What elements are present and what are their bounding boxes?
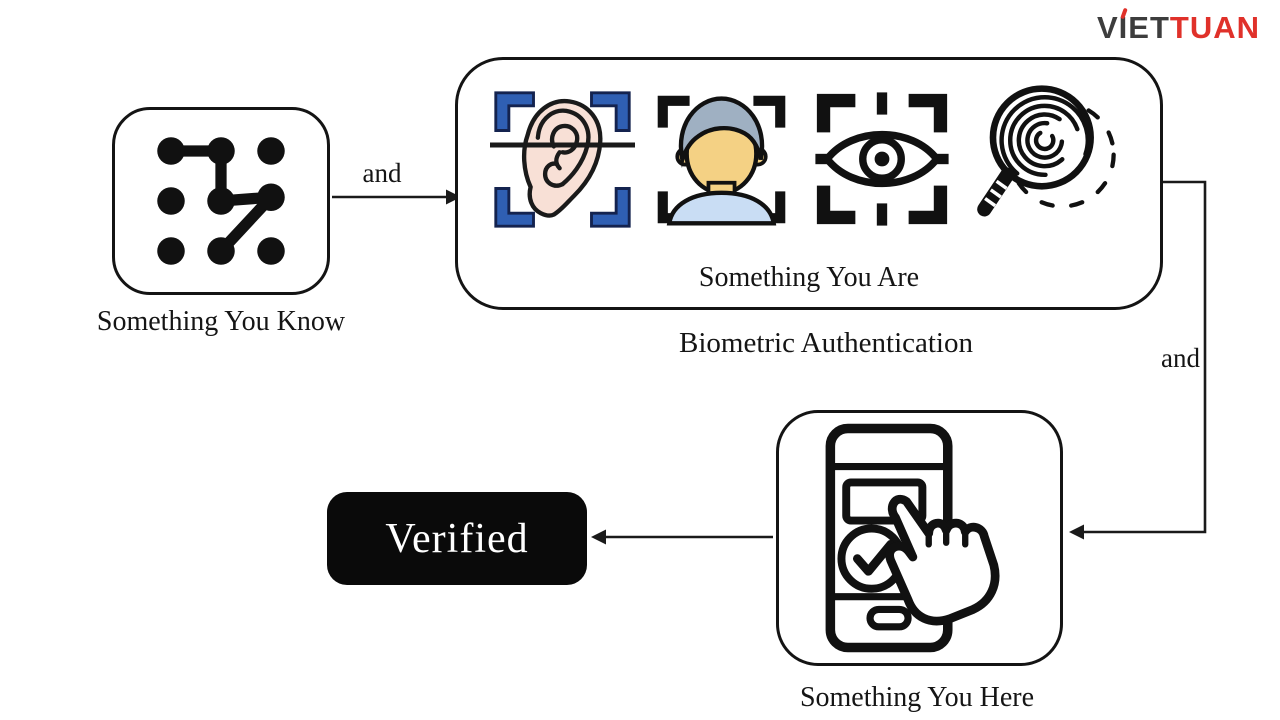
logo-tuan-text: TUAN (1169, 10, 1260, 45)
phone-tap-icon (825, 423, 999, 653)
ear-scan-icon (490, 90, 635, 228)
verified-node: Verified (327, 492, 587, 585)
something-you-here-label: Something You Here (799, 682, 1035, 713)
something-you-here-node (776, 410, 1063, 666)
arrow-biometric-to-phone (1084, 180, 1207, 534)
verified-label: Verified (385, 515, 529, 562)
something-you-know-label: Something You Know (96, 306, 346, 337)
arrowhead-left-icon (1069, 524, 1084, 540)
eye-scan-icon (815, 92, 949, 226)
biometric-authentication-node: Something You Are (455, 57, 1163, 310)
face-scan-icon (657, 95, 786, 225)
biometric-icons-row (490, 80, 1128, 238)
arrowhead-right-icon (446, 189, 461, 205)
something-you-know-node (112, 107, 330, 295)
logo-viet-text: VIET (1097, 7, 1170, 43)
arrowhead-left-icon (591, 529, 606, 545)
and-label-left: and (362, 158, 402, 188)
biometric-authentication-label: Biometric Authentication (679, 327, 973, 359)
something-you-are-label: Something You Are (698, 262, 920, 293)
and-label-right: and (1161, 343, 1200, 373)
fingerprint-magnifier-icon (977, 85, 1116, 217)
viettuan-logo: VIET TUAN (1097, 7, 1260, 45)
pattern-lock-icon (157, 137, 285, 265)
